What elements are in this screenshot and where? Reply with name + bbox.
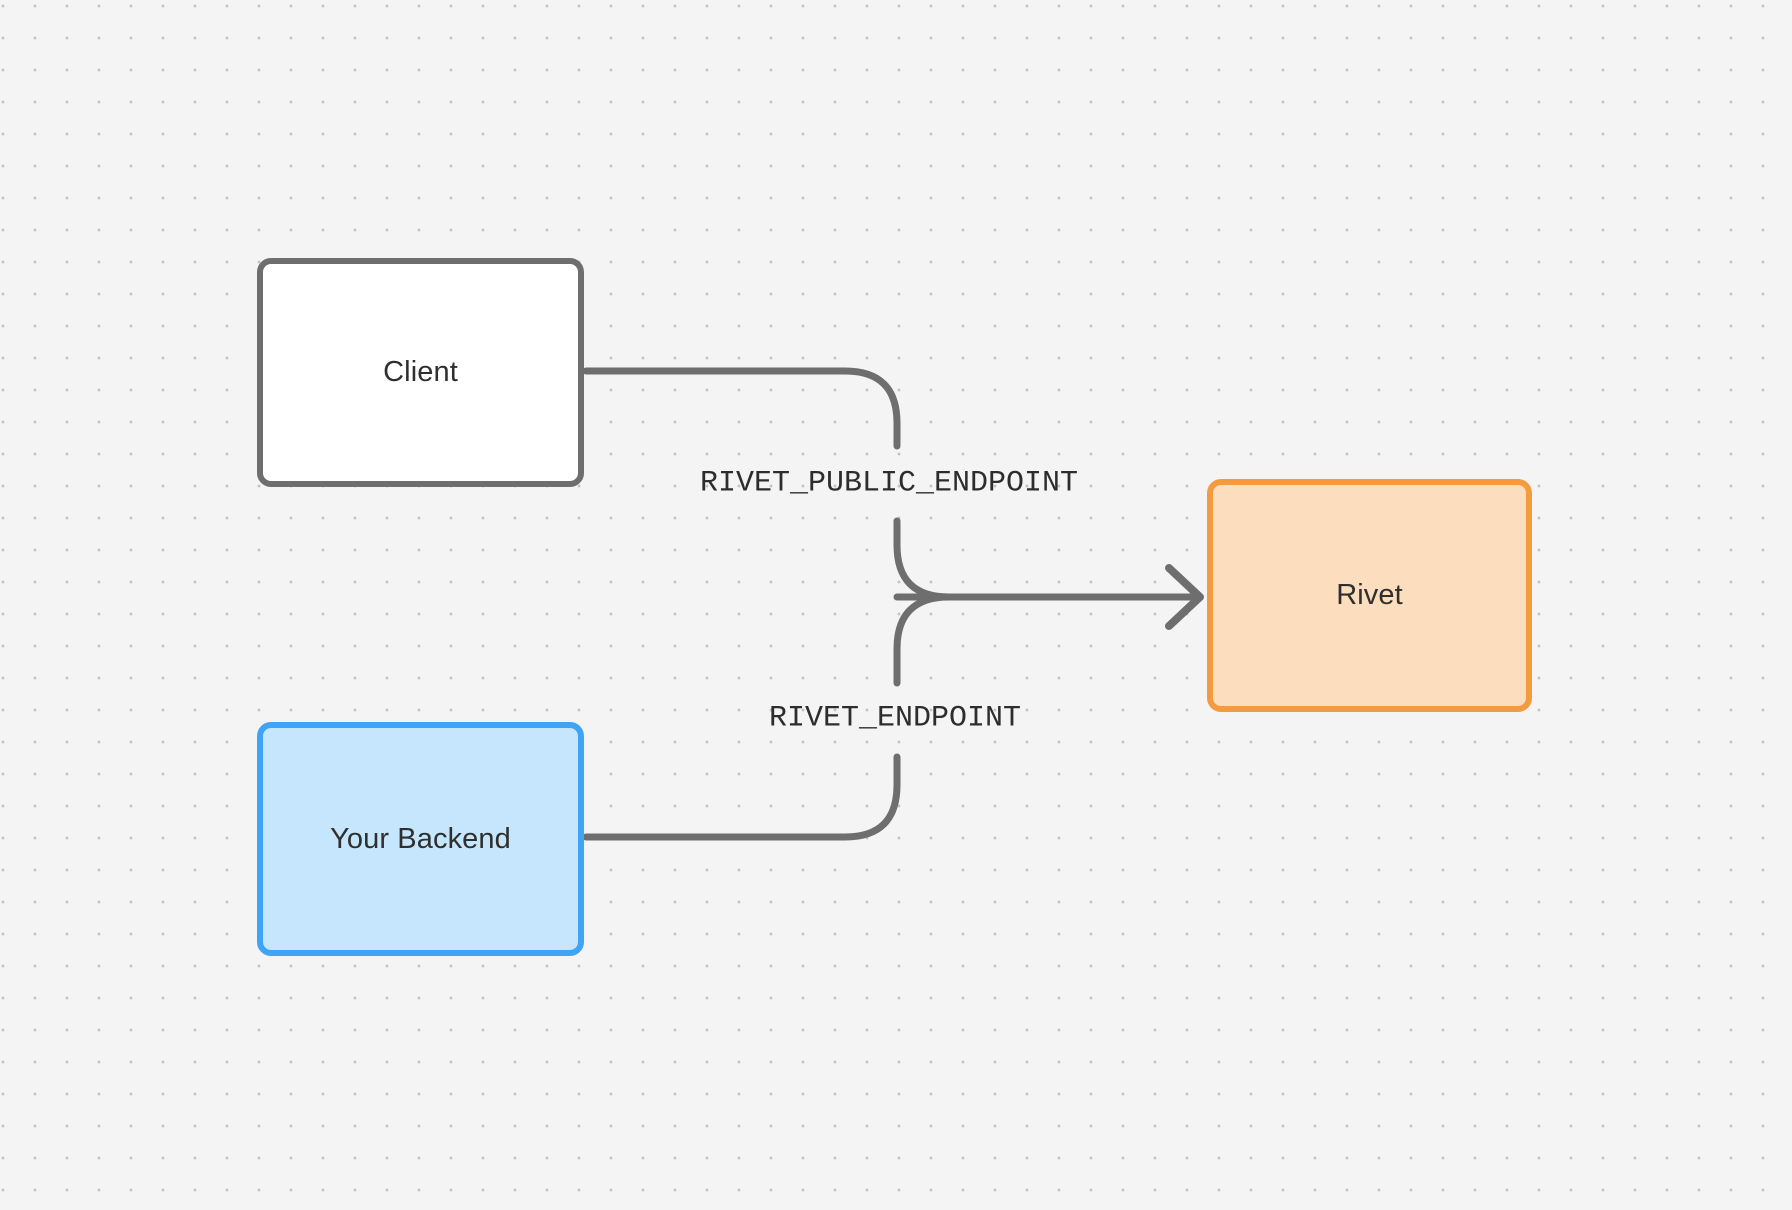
edge-client-segment-bottom <box>893 517 953 601</box>
node-rivet[interactable]: Rivet <box>1207 479 1532 712</box>
edge-client-segment-top <box>582 367 901 450</box>
edge-backend-segment-bottom <box>582 753 901 841</box>
node-your-backend-label: Your Backend <box>330 822 511 855</box>
node-client[interactable]: Client <box>257 258 584 487</box>
edge-backend-segment-top <box>893 593 953 687</box>
edge-label-rivet-public-endpoint: RIVET_PUBLIC_ENDPOINT <box>699 466 1079 501</box>
node-client-label: Client <box>383 356 458 389</box>
arrowhead-icon <box>1165 564 1204 630</box>
node-rivet-label: Rivet <box>1336 579 1403 612</box>
edge-label-rivet-endpoint: RIVET_ENDPOINT <box>768 701 1022 736</box>
node-your-backend[interactable]: Your Backend <box>257 722 584 956</box>
